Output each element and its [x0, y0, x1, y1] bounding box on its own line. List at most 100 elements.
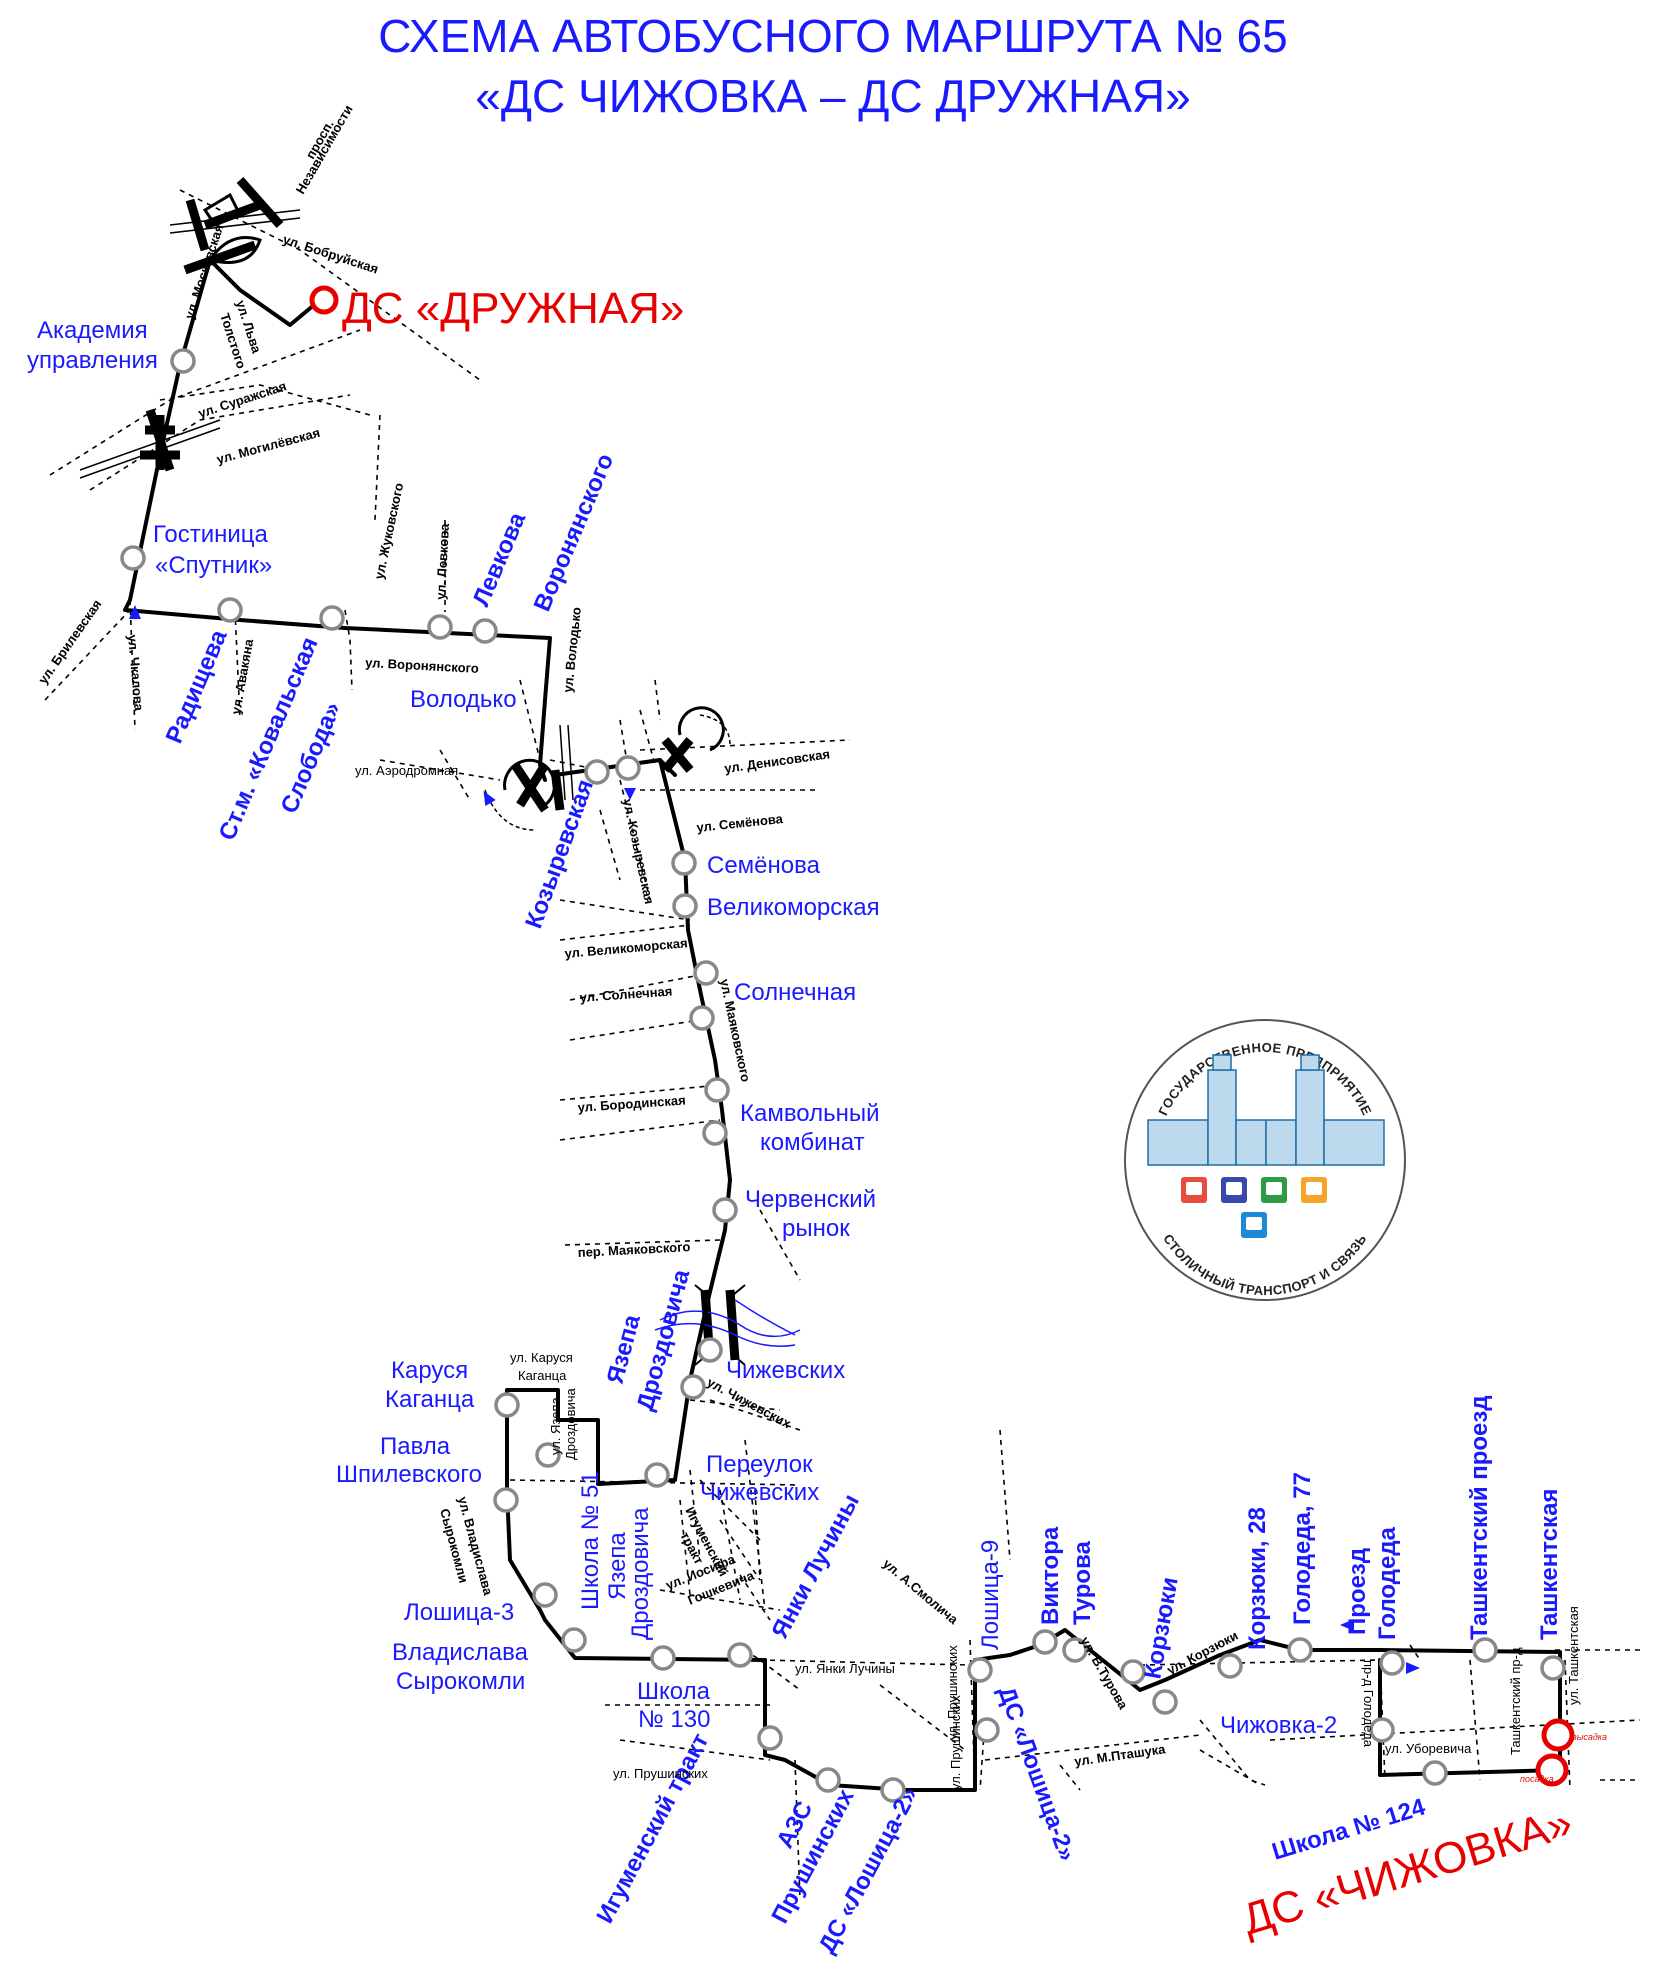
logo-buildings — [1147, 1054, 1385, 1166]
street-label: ул. Бобруйская — [281, 232, 380, 277]
stop-label: Игуменский тракт — [591, 1729, 714, 1928]
stop-kozyrevskaya-2 — [615, 755, 641, 781]
street-label: ул. А.Смолича — [880, 1556, 961, 1628]
stop-label: комбинат — [760, 1129, 865, 1156]
stop-chizhovka2 — [1369, 1717, 1395, 1743]
stop-radishcheva — [217, 597, 243, 623]
stop-label: Лошица-3 — [404, 1599, 514, 1626]
stop-voronyanskogo — [472, 618, 498, 644]
stop-chervensky — [712, 1197, 738, 1223]
stop-korzyuki-1 — [1120, 1659, 1146, 1685]
stop-viktora-2 — [1062, 1637, 1088, 1663]
stop-label: Воронянского — [529, 450, 620, 616]
stop-yazepa — [535, 1442, 561, 1468]
stop-solnechnaya-1 — [693, 960, 719, 986]
street-label: Дроздовича — [563, 1387, 578, 1460]
stop-levkova — [427, 614, 453, 640]
street-label: ул. Левкова — [433, 522, 452, 600]
stop-label: Академия — [37, 317, 148, 344]
stop-label: Сырокомли — [396, 1668, 525, 1695]
stop-prushinskikh — [880, 1777, 906, 1803]
stop-solnechnaya-2 — [689, 1005, 715, 1031]
stop-label: Каруся — [391, 1357, 468, 1384]
street-label: ул. Воронянского — [365, 655, 479, 676]
stop-loshitsa3 — [532, 1582, 558, 1608]
stop-label: Левкова — [468, 508, 532, 610]
stop-kovalskaya — [319, 605, 345, 631]
stop-label: Великоморская — [707, 894, 880, 921]
street-label: ул. Володько — [560, 606, 584, 693]
stop-label: Владислава — [392, 1639, 529, 1666]
terminal-druzhnaya-marker — [309, 285, 339, 315]
stop-label: Червенский — [745, 1186, 876, 1213]
stop-label: Переулок — [706, 1451, 813, 1478]
street-labels: просп. Независимости ул. Бобруйская ул. … — [35, 102, 1581, 1790]
street-label: ул. Великоморская — [564, 935, 688, 961]
interchange-nezavisimosti — [183, 177, 284, 275]
stop-school124 — [1422, 1760, 1448, 1786]
interchange-semenova — [661, 706, 731, 773]
terminal-druzhnaya-label: ДС «ДРУЖНАЯ» — [342, 284, 684, 333]
stop-label: Чижевских — [700, 1479, 819, 1506]
stop-label: Лошица-9 — [977, 1540, 1004, 1650]
stop-azs — [815, 1767, 841, 1793]
stop-label: Каганца — [385, 1386, 475, 1413]
logo-transport-icons — [1181, 1177, 1327, 1238]
stop-kamvolny-2 — [702, 1120, 728, 1146]
map-title-line2: «ДС ЧИЖОВКА – ДС ДРУЖНАЯ» — [475, 70, 1190, 122]
stop-golodeda77 — [1287, 1637, 1313, 1663]
stop-label: Корзюки, 28 — [1244, 1507, 1271, 1650]
stop-label: Голодеда, 77 — [1289, 1472, 1316, 1625]
posadka-label: посадка — [1520, 1774, 1554, 1784]
street-label: ул. Прушинских — [945, 1645, 960, 1740]
stop-label: Камвольный — [740, 1100, 880, 1127]
stop-label: Язепа — [604, 1532, 631, 1600]
stop-school130 — [650, 1645, 676, 1671]
stop-label: № 130 — [638, 1706, 710, 1733]
street-label: ул. Солнечная — [579, 984, 673, 1005]
stop-sputnik — [120, 545, 146, 571]
direction-arrows — [129, 605, 1420, 1674]
street-label: ул. Янки Лучины — [795, 1661, 895, 1676]
stop-label: Шпилевского — [336, 1461, 482, 1488]
stop-label: рынок — [782, 1215, 850, 1242]
street-label: ул. М.Пташука — [1073, 1741, 1167, 1769]
map-title-line1: СХЕМА АВТОБУСНОГО МАРШРУТА № 65 — [378, 10, 1287, 62]
stop-label: Володько — [410, 686, 517, 713]
street-label: Ташкентский пр-д — [1508, 1647, 1523, 1755]
stop-label: Виктора — [1037, 1526, 1064, 1625]
stop-label: Семёнова — [707, 852, 821, 879]
stop-label: Дроздовича — [627, 1507, 654, 1640]
arrow-icon — [483, 790, 496, 807]
stop-label: Проезд — [1344, 1548, 1371, 1635]
street-label: Независимости — [293, 102, 356, 196]
arrow-icon — [1340, 1619, 1354, 1631]
stop-tashkentskaya — [1540, 1655, 1566, 1681]
street-label: ул. Брилевская — [35, 597, 104, 687]
stop-pavla — [493, 1487, 519, 1513]
stop-igumensky — [757, 1725, 783, 1751]
stop-korzyuki28 — [1217, 1653, 1243, 1679]
stop-semenova — [671, 850, 697, 876]
stop-karusya — [494, 1392, 520, 1418]
stop-label: Ташкентский проезд — [1466, 1395, 1493, 1640]
street-label: пр-д Голодеда — [1361, 1660, 1376, 1748]
stop-chizhevskikh-2 — [680, 1374, 706, 1400]
stop-label: управления — [27, 347, 158, 374]
stop-proezd-golodeda — [1379, 1650, 1405, 1676]
street-label: ул. Чкалова — [125, 634, 147, 712]
street-label: ул. Семёнова — [696, 811, 785, 835]
vysadka-label: высадка — [1572, 1732, 1607, 1742]
stop-label: Школа — [637, 1678, 711, 1705]
stop-ds-loshitsa2 — [974, 1717, 1000, 1743]
street-label: ул. Денисовская — [723, 746, 830, 776]
stop-label: Чижовка-2 — [1220, 1712, 1337, 1739]
arrow-icon — [1406, 1662, 1420, 1674]
arrow-icon — [129, 605, 141, 619]
stop-label: Школа № 51 — [577, 1471, 604, 1610]
street-label: Каганца — [518, 1368, 567, 1383]
stop-label: Ташкентская — [1536, 1489, 1563, 1640]
terminal-chizhovka-marker-1 — [1541, 1718, 1575, 1752]
street-label: пер. Маяковского — [577, 1239, 690, 1260]
